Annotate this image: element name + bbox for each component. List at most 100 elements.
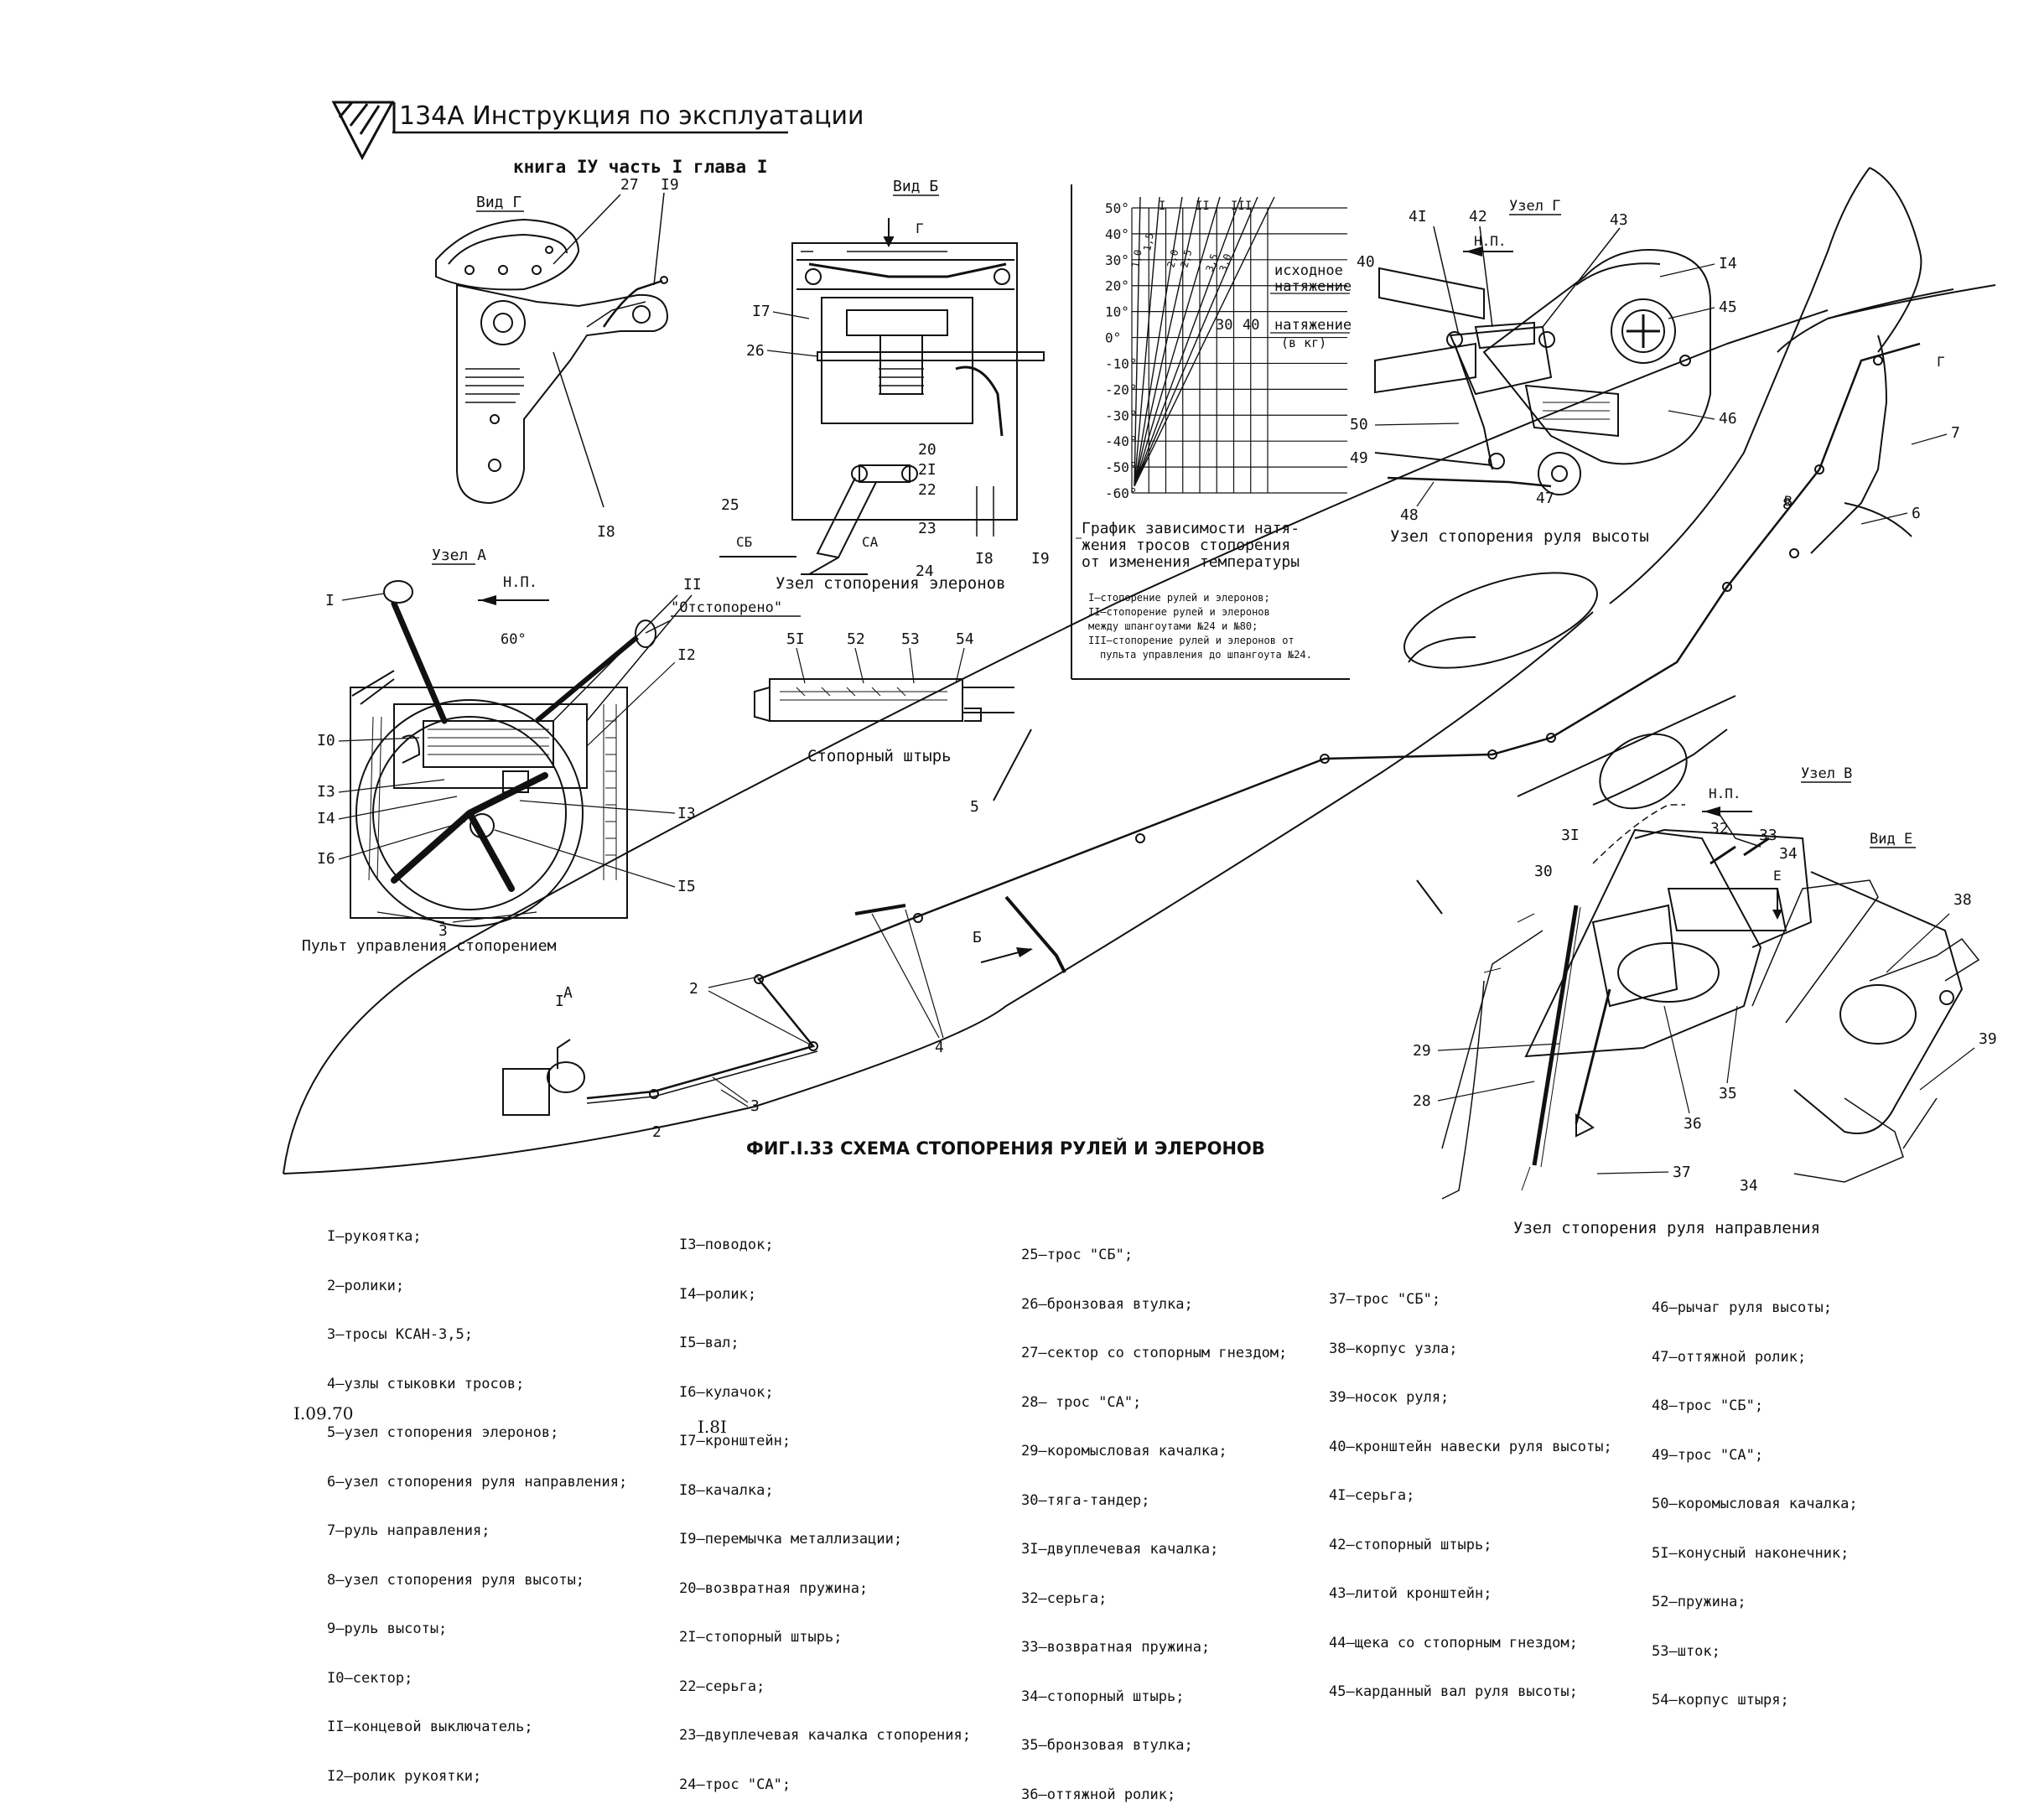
callout-41: 4I: [1409, 208, 1427, 226]
y-tick-label: 10°: [1105, 304, 1129, 320]
callout-34-top: 34: [1779, 845, 1798, 863]
callout-22: 22: [918, 481, 936, 499]
series-i-label-a: 1,5: [1141, 232, 1156, 252]
series-label-i: I: [1159, 200, 1165, 213]
legend-item: I5–вал;: [679, 1335, 739, 1351]
callout-7: 7: [1951, 424, 1960, 442]
elevator-lock-caption: Узел стопорения руля высоты: [1390, 527, 1649, 546]
y-tick-label: 50°: [1105, 200, 1129, 216]
callout-36: 36: [1684, 1115, 1702, 1133]
legend-item: II–концевой выключатель;: [327, 1719, 533, 1735]
callout-43: 43: [1610, 211, 1628, 229]
node-v-position-label: В: [1784, 493, 1793, 509]
callout-i3-left: I3: [317, 783, 335, 801]
chart-note-5: пульта управления до шпангоута №24.: [1100, 649, 1312, 661]
callout-i4: I4: [317, 810, 335, 827]
legend-item: 45–карданный вал руля высоты;: [1329, 1683, 1578, 1700]
legend-item: I6–кулачок;: [679, 1383, 774, 1401]
y-tick-label: -20°: [1105, 381, 1138, 397]
legend-item: 3–тросы КСАН-3,5;: [327, 1326, 473, 1343]
view-e-arrow-label: Е: [1773, 868, 1782, 884]
legend-item: 53–шток;: [1652, 1642, 1720, 1660]
callout-42: 42: [1469, 208, 1487, 226]
legend-item: 54–корпус штыря;: [1652, 1692, 1789, 1709]
legend-item: 38–корпус узла;: [1329, 1340, 1458, 1357]
callout-31: 3I: [1561, 827, 1580, 844]
y-tick-label: 20°: [1105, 278, 1129, 294]
callout-i-panel: I: [325, 592, 335, 609]
callout-39: 39: [1979, 1030, 1997, 1048]
node-g-position-label: Г: [1937, 354, 1945, 370]
figure-caption: ФИГ.I.33 СХЕМА СТОПОРЕНИЯ РУЛЕЙ И ЭЛЕРОН…: [746, 1138, 1265, 1159]
legend-item: 2I–стопорный штырь;: [679, 1629, 843, 1646]
legend-item: 23–двуплечевая качалка стопорения;: [679, 1727, 971, 1744]
legend-item: I0–сектор;: [327, 1669, 413, 1687]
callout-37: 37: [1673, 1164, 1691, 1181]
lock-pin-caption: Стопорный штырь: [807, 747, 952, 765]
y-tick-label: -50°: [1105, 459, 1138, 475]
tension-chart: 50°40°30°20°10°0°-10°-20°-30°-40°-50°-60…: [1071, 184, 1352, 680]
legend-item: 20–возвратная пружина;: [679, 1579, 869, 1597]
legend-item: 26–бронзовая втулка;: [1021, 1295, 1193, 1313]
callout-i5: I5: [677, 878, 696, 895]
lock-pin-drawing: [754, 678, 1014, 722]
legend-item: 37–трос "СБ";: [1329, 1291, 1441, 1308]
unlocked-label: "Отстопорено": [671, 599, 782, 616]
legend-item: 39–носок руля;: [1329, 1389, 1450, 1406]
view-g-drawing: [435, 218, 668, 505]
aircraft-fuselage-drawing: [283, 167, 1996, 1174]
y-tick-label: -40°: [1105, 433, 1138, 449]
aileron-lock-caption: Узел стопорения элеронов: [776, 574, 1006, 593]
legend-item: 48–трос "СБ";: [1652, 1397, 1764, 1414]
legend-item: 42–стопорный штырь;: [1329, 1536, 1492, 1553]
callout-i3-right: I3: [677, 805, 696, 822]
legend-column-2: I3–поводок; I4–ролик; I5–вал; I6–кулачок…: [679, 1205, 971, 1810]
callout-23: 23: [918, 520, 936, 537]
chart-note-4: III–стопорение рулей и элеронов от: [1088, 635, 1294, 646]
node-a-np-label: Н.П.: [503, 574, 537, 591]
callout-50: 50: [1350, 416, 1368, 433]
x-axis-unit: (в кг): [1281, 335, 1326, 350]
callout-28: 28: [1413, 1092, 1431, 1110]
callout-i2: I2: [677, 646, 696, 664]
legend-item: 22–серьга;: [679, 1677, 765, 1695]
legend-item: 28– трос "СА";: [1021, 1393, 1142, 1411]
callout-34-bottom: 34: [1740, 1177, 1758, 1195]
callout-51: 5I: [786, 630, 805, 648]
view-e-label: Вид Е: [1870, 831, 1912, 848]
callout-20: 20: [918, 441, 936, 459]
callout-49: 49: [1350, 449, 1368, 467]
node-v-np-label: Н.П.: [1709, 786, 1741, 801]
series-label-ii: II: [1196, 200, 1210, 213]
callout-48: 48: [1400, 506, 1419, 524]
aileron-lock-drawing: [791, 242, 1045, 575]
callout-6: 6: [1912, 505, 1921, 522]
legend-column-3: 25–трос "СБ"; 26–бронзовая втулка; 27–се…: [1021, 1215, 1287, 1820]
legend-item: 25–трос "СБ";: [1021, 1247, 1134, 1263]
aileron-sa-label: СА: [862, 534, 879, 550]
legend-item: 24–трос "СА";: [679, 1776, 791, 1793]
x-axis-label: натяжение: [1274, 317, 1352, 334]
footer-date: I.09.70: [293, 1403, 354, 1423]
callout-21: 2I: [918, 461, 936, 479]
legend-item: 43–литой кронштейн;: [1329, 1585, 1492, 1602]
chart-note-1: I–стопорение рулей и элеронов;: [1088, 592, 1270, 604]
legend-column-4: 37–трос "СБ"; 38–корпус узла; 39–носок р…: [1329, 1259, 1612, 1717]
callout-i0: I0: [317, 732, 335, 749]
callout-8: 8: [1782, 495, 1792, 513]
legend-item: I7–кронштейн;: [679, 1433, 791, 1449]
callout-5: 5: [970, 798, 979, 816]
footer-page-number: I.8I: [698, 1417, 727, 1437]
initial-tension-line1: исходное: [1274, 262, 1343, 279]
legend-item: 35–бронзовая втулка;: [1021, 1737, 1193, 1754]
callout-24: 24: [916, 563, 934, 580]
aileron-sb-label: СБ: [736, 534, 752, 550]
legend-item: 5–узел стопорения элеронов;: [327, 1424, 559, 1441]
series-iii-label-a: 3,5: [1204, 252, 1221, 273]
x-tick-40: 40: [1243, 317, 1259, 334]
legend-item: 3I–двуплечевая качалка;: [1021, 1541, 1219, 1558]
callout-ii: II: [683, 576, 702, 594]
angle-label: 60°: [501, 631, 527, 648]
legend-item: 4–узлы стыковки тросов;: [327, 1375, 525, 1392]
chart-note-3: между шпангоутами №24 и №80;: [1088, 620, 1258, 632]
